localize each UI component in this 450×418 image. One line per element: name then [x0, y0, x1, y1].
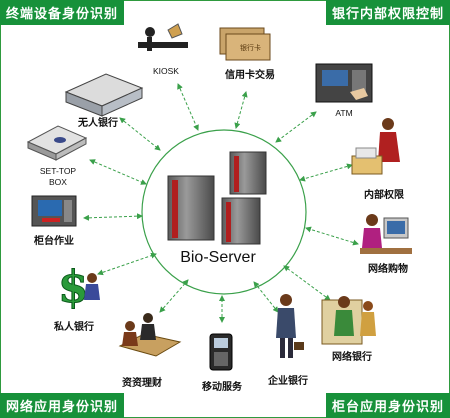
- mobile-service-label: 移动服务: [202, 380, 243, 393]
- counter-terminal-icon: [31, 195, 77, 227]
- private-bank-label: 私人银行: [53, 320, 94, 333]
- kiosk-icon: [138, 23, 188, 51]
- connector-arrows: [83, 83, 359, 323]
- arrow-settop: [89, 159, 147, 185]
- credit-card-icon: 银行卡: [219, 27, 271, 61]
- arrow-internal: [299, 163, 353, 182]
- arrow-kiosk: [177, 83, 199, 131]
- server-cluster-icon: [167, 151, 267, 245]
- office-worker-icon: [351, 118, 400, 175]
- kiosk-label: KIOSK: [153, 66, 179, 76]
- online-shopping-label: 网络购物: [368, 262, 408, 275]
- wealth-mgmt-icon: [118, 313, 182, 357]
- mobile-phone-icon: [209, 333, 233, 371]
- online-bank-icon: [321, 296, 376, 345]
- online-shopping-icon: [360, 214, 412, 254]
- settop-label-2: BOX: [49, 177, 67, 187]
- online-bank-label: 网络银行: [332, 350, 372, 363]
- atm-label: ATM: [335, 108, 352, 118]
- wealth-mgmt-label: 资资理财: [122, 376, 162, 389]
- arrow-counter: [83, 213, 143, 221]
- bank-building-icon: [64, 73, 144, 117]
- corner-label-bottom-left: 网络应用身份识别: [0, 393, 125, 418]
- corner-label-top-right: 银行内部权限控制: [325, 0, 450, 25]
- corner-label-top-left: 终端设备身份识别: [0, 0, 125, 25]
- arrow-unmanned-bank: [119, 117, 161, 151]
- arrow-shopping: [305, 226, 359, 246]
- businessman-icon: [276, 294, 304, 358]
- settop-label-1: SET-TOP: [40, 166, 77, 176]
- center-label: Bio-Server: [180, 249, 256, 266]
- dollar-sign-icon: $: [58, 262, 100, 314]
- arrow-enterprise: [253, 281, 279, 313]
- enterprise-bank-label: 企业银行: [267, 374, 308, 387]
- svg-text:$: $: [58, 262, 89, 313]
- settop-box-icon: [26, 125, 88, 161]
- counter-ops-label: 柜台作业: [33, 234, 74, 247]
- internal-authority-label: 内部权限: [364, 188, 405, 201]
- card-text: 银行卡: [240, 43, 261, 52]
- arrow-credit-card: [234, 91, 248, 129]
- arrow-atm: [275, 111, 317, 143]
- corner-label-bottom-right: 柜台应用身份识别: [325, 393, 450, 418]
- arrow-private: [97, 252, 157, 276]
- credit-card-label: 信用卡交易: [225, 68, 275, 81]
- center-circle: [141, 129, 307, 295]
- unmanned-bank-label: 无人银行: [77, 116, 118, 129]
- arrow-wealth: [159, 279, 189, 313]
- arrow-online-bank: [283, 265, 331, 301]
- atm-icon: [315, 63, 373, 103]
